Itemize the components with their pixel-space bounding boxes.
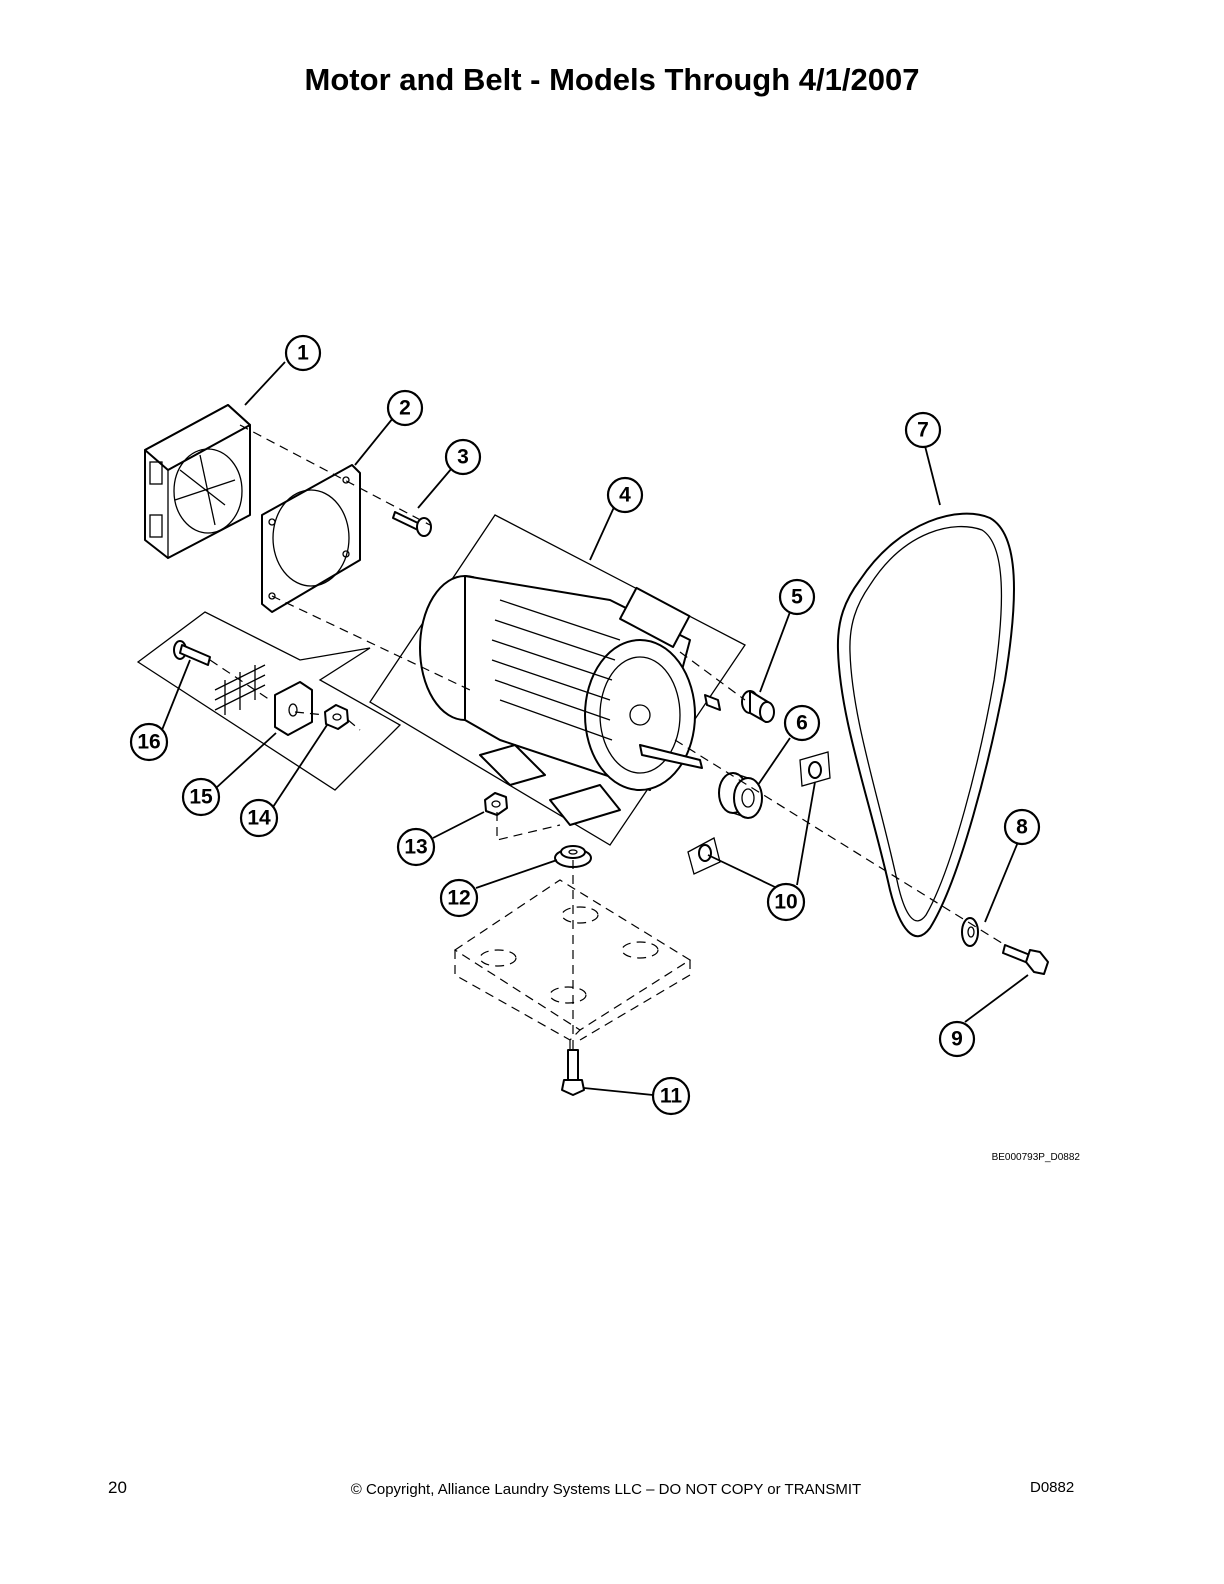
- bolt-icon: [561, 1049, 585, 1096]
- callout-9: 9: [938, 1020, 976, 1058]
- svg-text:2: 2: [399, 397, 411, 420]
- pulley-icon: [718, 772, 763, 819]
- set-screw-icon: [687, 751, 831, 875]
- nut-icon: [324, 704, 349, 730]
- document-id: D0882: [1030, 1479, 1075, 1496]
- callout-8: 8: [1003, 808, 1041, 846]
- callout-11: 11: [651, 1076, 691, 1116]
- svg-text:1: 1: [297, 342, 309, 365]
- svg-text:6: 6: [796, 712, 808, 735]
- svg-text:15: 15: [189, 786, 213, 809]
- svg-text:12: 12: [447, 887, 470, 910]
- callout-6: 6: [783, 704, 821, 742]
- callout-13: 13: [396, 827, 436, 867]
- svg-text:9: 9: [951, 1028, 963, 1051]
- threaded-holes-icon: [214, 664, 266, 715]
- callout-14: 14: [239, 798, 279, 838]
- callout-16: 16: [129, 722, 169, 762]
- callout-7: 7: [904, 411, 942, 449]
- svg-text:8: 8: [1016, 816, 1028, 839]
- nut-icon: [484, 792, 508, 816]
- copyright-notice: © Copyright, Alliance Laundry Systems LL…: [350, 1481, 862, 1498]
- bolt-icon: [1002, 944, 1049, 975]
- svg-text:16: 16: [137, 731, 160, 754]
- svg-text:5: 5: [791, 586, 803, 609]
- svg-text:7: 7: [917, 419, 929, 442]
- gasket-icon: [261, 464, 361, 613]
- page-number: 20: [108, 1478, 127, 1497]
- svg-text:3: 3: [457, 446, 469, 469]
- bolt-icon: [173, 640, 211, 666]
- callout-4: 4: [606, 476, 644, 514]
- figure-reference: BE000793P_D0882: [991, 1152, 1080, 1163]
- leader-lines: [161, 361, 1029, 1096]
- fitting-icon: [704, 690, 775, 723]
- sub-assembly-box: [136, 611, 402, 791]
- svg-text:14: 14: [247, 807, 271, 830]
- belt-icon: [836, 512, 1015, 938]
- washer-icon: [961, 917, 979, 947]
- screw-icon: [392, 511, 432, 537]
- callout-10: 10: [766, 882, 806, 922]
- assembly-lines: [209, 424, 1006, 1050]
- callout-3: 3: [444, 438, 482, 476]
- callout-2: 2: [386, 389, 424, 427]
- motor-icon: [369, 514, 746, 846]
- callout-12: 12: [439, 878, 479, 918]
- callout-15: 15: [181, 777, 221, 817]
- svg-text:13: 13: [404, 836, 427, 859]
- svg-text:4: 4: [619, 484, 631, 507]
- page-title: Motor and Belt - Models Through 4/1/2007: [304, 62, 920, 97]
- fan-icon: [144, 404, 251, 560]
- svg-text:11: 11: [660, 1085, 683, 1108]
- base-plate-icon: [453, 879, 692, 1050]
- plate-icon: [274, 681, 313, 736]
- callout-1: 1: [284, 334, 322, 372]
- svg-text:10: 10: [774, 891, 797, 914]
- callout-5: 5: [778, 578, 816, 616]
